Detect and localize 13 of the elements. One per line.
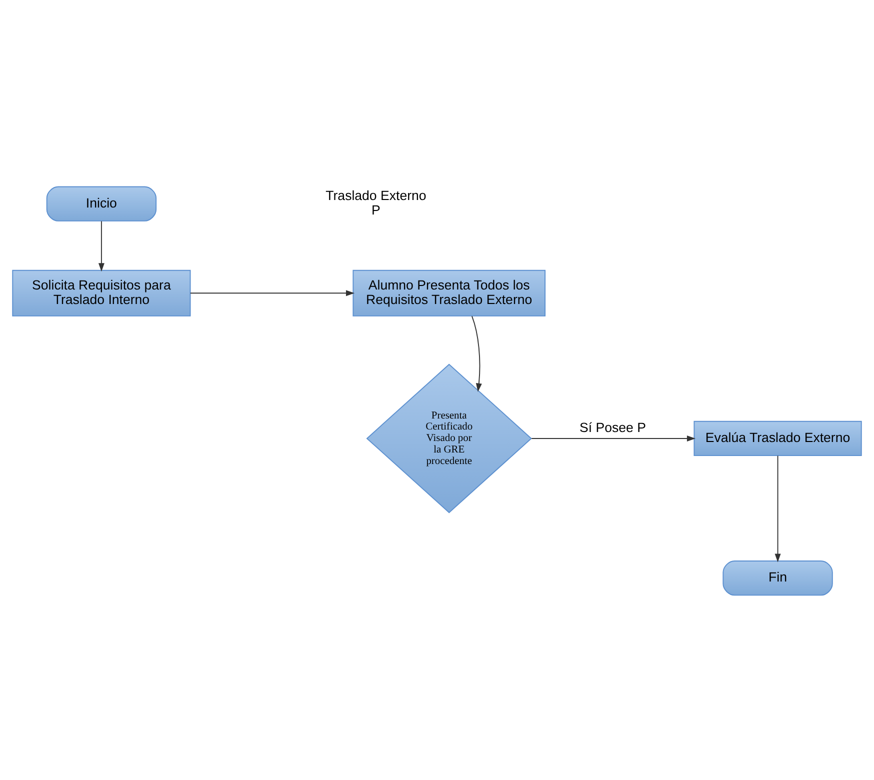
node-box: Alumno Presenta Todos los Requisitos Traslado Externo	[352, 269, 546, 316]
arrow	[98, 220, 104, 272]
arrow	[471, 315, 482, 392]
arrow	[774, 454, 781, 562]
node-box: Solicita Requisitos para Traslado Interno	[12, 269, 191, 316]
node-box: Evalúa Traslado Externo	[694, 420, 862, 456]
node-diamond: Presenta Certificado Visado por la GRE procedente	[366, 363, 532, 513]
node-box: Fin	[722, 560, 833, 596]
arrow	[531, 434, 696, 441]
arrow	[190, 290, 355, 296]
node-box: Inicio	[46, 186, 157, 221]
edge-label: Sí Posee P	[580, 420, 646, 435]
label: Traslado Externo P	[326, 188, 426, 217]
